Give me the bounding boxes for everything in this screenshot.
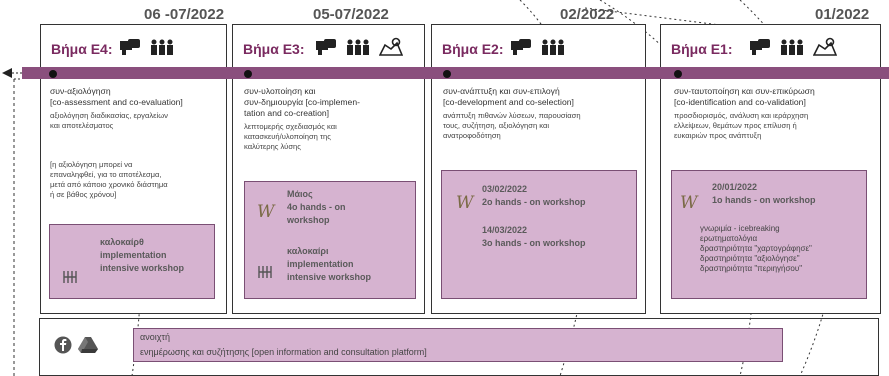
phone-chat-icon [750, 39, 770, 55]
platform-bar: ανοιχτή ενημέρωσης και συζήτησης [open i… [133, 328, 783, 362]
step-e3-ws2-line3: intensive workshop [287, 272, 372, 282]
step-e3-ws1-line2: 4ο hands - on [287, 202, 346, 212]
phone-chat-icon [316, 39, 336, 55]
step-e3-ws2-line2: implementation [287, 259, 354, 269]
step-e2-ws-label1: 2ο hands - on workshop [482, 197, 586, 207]
timeline-arrow-icon [2, 68, 22, 78]
timeline-dot-e4 [49, 70, 57, 78]
hands-icon [63, 271, 77, 283]
facebook-icon [54, 336, 72, 354]
people-icon [542, 39, 564, 55]
step-e4-desc: συν-αξιολόγηση[co-assessment and co-eval… [50, 86, 183, 107]
step-e4-ws-line3: intensive workshop [100, 263, 185, 273]
people-icon [781, 39, 803, 55]
workshop-w-icon: W [680, 193, 698, 213]
step-e2-workshop: W 03/02/2022 2ο hands - on workshop 14/0… [441, 170, 637, 299]
step-e4-ws-line1: καλοκαίρθ [100, 237, 144, 247]
people-icon [347, 39, 369, 55]
phone-chat-icon [120, 39, 140, 55]
step-e3-ws1-line3: workshop [287, 215, 330, 225]
step-e2-title: Βήμα E2: [442, 41, 504, 57]
step-e1-workshop: W 20/01/2022 1ο hands - on workshop γνωρ… [671, 170, 867, 299]
timeline-dot-e1 [674, 70, 682, 78]
step-e2-desc: συν-ανάπτυξη και συν-επιλογή[co-developm… [443, 86, 574, 107]
step-e3-ws1-line1: Μάιος [287, 189, 313, 199]
people-icon [151, 39, 173, 55]
map-pin-icon [813, 37, 837, 56]
step-e4-title: Βήμα E4: [51, 41, 113, 57]
platform-line1: ανοιχτή [140, 332, 170, 342]
step-e1-desc: συν-ταυτοποίηση και συν-επικύρωση[co-ide… [674, 86, 815, 107]
step-e2-ws-date1: 03/02/2022 [482, 184, 528, 194]
step-e1-title: Βήμα E1: [671, 41, 733, 57]
timeline-dot-e3 [244, 70, 252, 78]
timeline-band [22, 67, 889, 79]
step-e4-workshop: καλοκαίρθ implementation intensive works… [49, 224, 215, 299]
step-e2-ws-date2: 14/03/2022 [482, 225, 528, 235]
timeline-dot-e2 [443, 70, 451, 78]
step-e2-ws-label2: 3ο hands - on workshop [482, 238, 586, 248]
date-e1: 01/2022 [815, 6, 870, 23]
step-e3-workshop: W Μάιος 4ο hands - on workshop καλοκαίρι… [244, 181, 416, 299]
step-e3-title: Βήμα E3: [243, 41, 305, 57]
step-e1-ws-label: 1ο hands - on workshop [712, 195, 816, 205]
phone-chat-icon [511, 39, 531, 55]
step-e1-ws-date: 20/01/2022 [712, 182, 758, 192]
step-e3-ws2-line1: καλοκαίρι [287, 246, 329, 256]
workshop-w-icon: W [456, 193, 474, 213]
step-e4-ws-line2: implementation [100, 250, 167, 260]
platform-line2: ενημέρωσης και συζήτησης [open informati… [140, 347, 427, 357]
drive-icon [78, 337, 98, 353]
map-pin-icon [379, 37, 403, 56]
hands-icon [258, 266, 272, 278]
workshop-w-icon: W [257, 202, 275, 222]
date-e4: 06 -07/2022 [144, 6, 225, 23]
date-e3: 05-07/2022 [313, 6, 389, 23]
